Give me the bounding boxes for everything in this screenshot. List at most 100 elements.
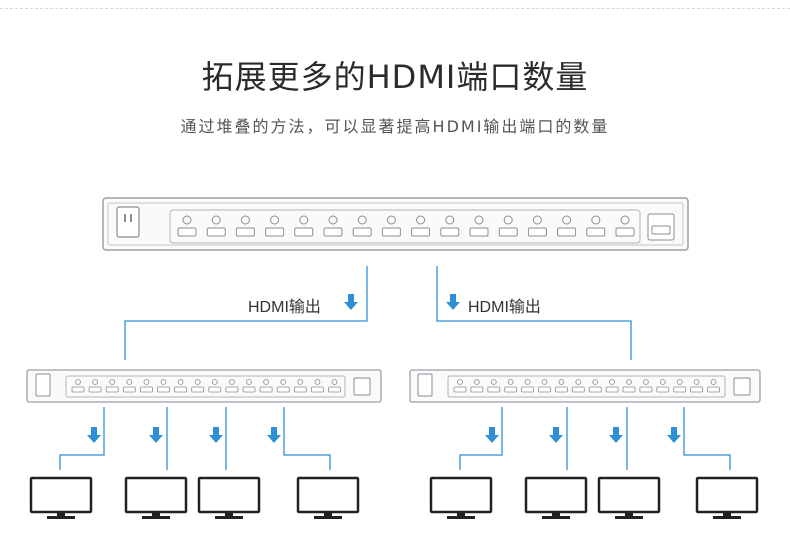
hdmi-port <box>293 386 307 393</box>
hdmi-port <box>440 227 460 237</box>
down-arrow-icon <box>446 294 460 310</box>
port-led <box>246 379 252 385</box>
down-arrow-icon <box>549 427 563 443</box>
hdmi-port <box>105 386 119 393</box>
hdmi-port <box>174 386 188 393</box>
port-led <box>109 379 116 385</box>
hdmi-port <box>208 386 222 393</box>
port-led <box>591 215 601 225</box>
port-led <box>609 379 615 385</box>
down-arrow-icon <box>485 427 499 443</box>
port-led <box>211 379 218 385</box>
hdmi-port <box>555 386 568 393</box>
port-led <box>177 379 184 385</box>
hdmi-port <box>571 386 585 393</box>
port-led <box>445 215 455 225</box>
hdmi-port <box>122 386 136 393</box>
port-led <box>507 379 514 385</box>
hdmi-output-label-left: HDMI输出 <box>248 299 321 316</box>
hdmi-port <box>323 227 343 237</box>
connection-lines <box>124 266 632 360</box>
port-led <box>160 379 167 385</box>
hdmi-port <box>707 386 720 393</box>
hdmi-port <box>352 227 372 237</box>
hdmi-port <box>690 386 703 393</box>
hdmi-port <box>310 386 324 393</box>
master-splitter-device <box>102 197 689 251</box>
hdmi-port <box>656 386 670 393</box>
hdmi-port <box>381 227 401 237</box>
port-led <box>386 215 396 225</box>
hdmi-port <box>588 386 602 393</box>
hdmi-port <box>470 386 484 393</box>
port-led <box>575 379 582 385</box>
hdmi-output-label-right: HDMI输出 <box>468 299 541 316</box>
port-led <box>92 379 98 385</box>
hdmi-port <box>622 386 636 393</box>
monitor-icon <box>29 476 93 519</box>
port-led <box>524 379 531 385</box>
port-led <box>299 215 309 225</box>
hdmi-port <box>71 386 85 393</box>
hdmi-port <box>294 227 314 237</box>
port-led <box>532 215 542 225</box>
hdmi-port <box>206 227 226 237</box>
port-led <box>182 215 192 225</box>
hdmi-port <box>177 227 197 237</box>
port-led <box>473 379 480 385</box>
port-led <box>280 379 287 385</box>
hdmi-port <box>453 386 467 393</box>
port-led <box>592 379 599 385</box>
down-arrow-icon <box>209 427 223 443</box>
port-led <box>228 379 235 385</box>
port-led <box>503 215 513 225</box>
port-led <box>270 215 280 225</box>
port-led <box>211 215 221 225</box>
hdmi-port <box>605 386 619 393</box>
port-led <box>626 379 632 385</box>
hdmi-port <box>639 386 653 393</box>
hdmi-port <box>586 227 606 237</box>
hdmi-port <box>487 386 501 393</box>
monitor-icon <box>197 476 261 519</box>
top-divider <box>0 8 790 9</box>
port-led <box>240 215 250 225</box>
hdmi-port <box>88 386 102 393</box>
monitor-icon <box>524 476 588 519</box>
hdmi-port <box>498 227 518 237</box>
port-led <box>474 215 484 225</box>
hdmi-port <box>504 386 518 393</box>
hdmi-port <box>411 227 431 237</box>
monitor-icon <box>124 476 188 519</box>
port-led <box>490 379 497 385</box>
port-led <box>620 215 630 225</box>
hdmi-port <box>191 386 205 393</box>
monitor-icon <box>695 476 759 519</box>
port-led <box>676 379 683 385</box>
port-led <box>562 215 572 225</box>
port-led <box>659 379 666 385</box>
port-led <box>194 379 201 385</box>
port-led <box>328 215 338 225</box>
hdmi-port <box>615 227 635 237</box>
port-led <box>297 379 304 385</box>
down-arrow-icon <box>344 294 358 310</box>
port-led <box>710 379 717 385</box>
down-arrow-icon <box>267 427 281 443</box>
hdmi-port <box>139 386 153 393</box>
down-arrow-icon <box>609 427 623 443</box>
port-led <box>126 379 133 385</box>
hdmi-port <box>538 386 551 393</box>
port-led <box>558 379 565 385</box>
port-led <box>416 215 426 225</box>
hdmi-port <box>557 227 577 237</box>
hdmi-port <box>276 386 290 393</box>
slave-splitter-device-right <box>409 369 761 403</box>
hdmi-port <box>225 386 239 393</box>
down-arrow-icon <box>149 427 163 443</box>
page-subtitle: 通过堆叠的方法，可以显著提高HDMI输出端口的数量 <box>180 117 610 136</box>
monitor-icon <box>429 476 493 519</box>
hdmi-port <box>469 227 489 237</box>
port-led <box>457 379 463 385</box>
hdmi-port <box>521 386 534 393</box>
